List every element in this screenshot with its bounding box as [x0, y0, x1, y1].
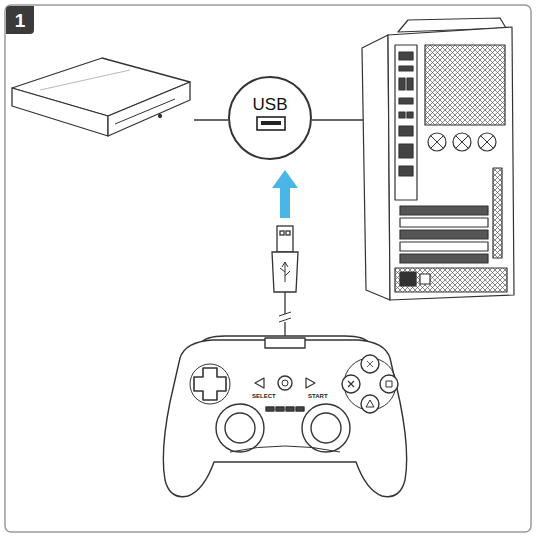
- usb-plug-part: [279, 312, 291, 322]
- gamepad-part: [282, 380, 288, 386]
- gamepad-part: [286, 407, 294, 411]
- insert-arrow: [272, 170, 298, 218]
- insert-arrow-part: [280, 186, 290, 218]
- gamepad-part: [216, 404, 264, 452]
- button-label: SELECT: [252, 393, 276, 399]
- gamepad-part: [230, 446, 340, 452]
- pc-tower-part: [400, 242, 488, 251]
- game-console-part: [12, 88, 108, 136]
- step-number-box: 1: [6, 6, 34, 34]
- gamepad-part: [366, 400, 374, 407]
- usb-plug-part: [284, 292, 285, 314]
- pc-tower-part: [431, 136, 443, 148]
- pc-tower-part: [362, 35, 390, 300]
- gamepad-part: [361, 395, 379, 413]
- pc-tower-part: [399, 166, 413, 176]
- gamepad: [163, 336, 406, 497]
- pc-tower-part: [399, 66, 413, 71]
- gamepad-part: [302, 404, 350, 452]
- pc-tower-part: [456, 136, 468, 148]
- pc-tower-part: [399, 78, 405, 90]
- pc-tower-part: [400, 254, 488, 263]
- pc-tower-part: [407, 78, 413, 90]
- pc-tower-part: [400, 218, 488, 227]
- usb-plug: [272, 226, 298, 338]
- pc-tower-part: [399, 144, 413, 158]
- usb-port-icon-part: [261, 121, 281, 125]
- gamepad-part: [255, 378, 264, 388]
- panel-frame: [5, 5, 531, 532]
- pc-tower-part: [395, 268, 507, 292]
- gamepad-part: [296, 407, 304, 411]
- gamepad-part: [348, 381, 354, 387]
- gamepad-part: [367, 361, 373, 367]
- pc-tower-part: [407, 112, 413, 118]
- usb-callout-circle: USB: [228, 76, 312, 160]
- gamepad-part: [361, 355, 379, 373]
- usb-port-icon-part: [257, 117, 285, 130]
- pc-tower-part: [399, 52, 413, 60]
- game-console-part: [108, 82, 190, 136]
- gamepad-part: [265, 338, 305, 348]
- pc-tower-part: [400, 272, 416, 286]
- pc-tower-part: [400, 230, 488, 239]
- gamepad-part: [311, 413, 341, 443]
- gamepad-part: [194, 368, 226, 400]
- pc-tower-part: [493, 168, 502, 258]
- gamepad-part: [306, 378, 315, 388]
- button-label: START: [308, 393, 328, 399]
- pc-tower-part: [481, 136, 493, 148]
- pc-tower-part: [399, 126, 413, 136]
- gamepad-part: [190, 364, 230, 404]
- step-number: 1: [15, 11, 26, 30]
- pc-tower: [362, 18, 514, 300]
- game-console-part: [115, 99, 175, 124]
- usb-plug-part: [280, 262, 290, 282]
- pc-tower-part: [388, 27, 514, 300]
- usb-port-icon: [257, 117, 285, 130]
- gamepad-part: [278, 376, 292, 390]
- gamepad-part: [163, 340, 406, 497]
- pc-tower-part: [399, 112, 405, 118]
- pc-tower-part: [425, 45, 505, 125]
- game-console: [12, 58, 190, 136]
- game-console-part: [159, 115, 162, 118]
- gamepad-part: [380, 375, 398, 393]
- pc-tower-part: [453, 133, 471, 151]
- gamepad-part: [276, 407, 284, 411]
- usb-plug-part: [280, 231, 284, 235]
- game-console-part: [40, 70, 130, 90]
- pc-tower-part: [420, 274, 430, 284]
- usb-plug-part: [277, 226, 293, 252]
- pc-tower-part: [400, 206, 488, 215]
- gamepad-part: [225, 413, 255, 443]
- usb-plug-part: [272, 252, 298, 292]
- pc-tower-part: [428, 133, 446, 151]
- gamepad-part: [342, 375, 360, 393]
- port-label: USB: [253, 96, 288, 113]
- usb-plug-part: [286, 231, 290, 235]
- pc-tower-part: [399, 98, 413, 104]
- gamepad-part: [386, 381, 392, 387]
- insert-arrow-part: [272, 170, 298, 188]
- leader-line: [194, 119, 228, 120]
- gamepad-part: [266, 407, 274, 411]
- pc-tower-part: [478, 133, 496, 151]
- pc-tower-part: [395, 45, 417, 200]
